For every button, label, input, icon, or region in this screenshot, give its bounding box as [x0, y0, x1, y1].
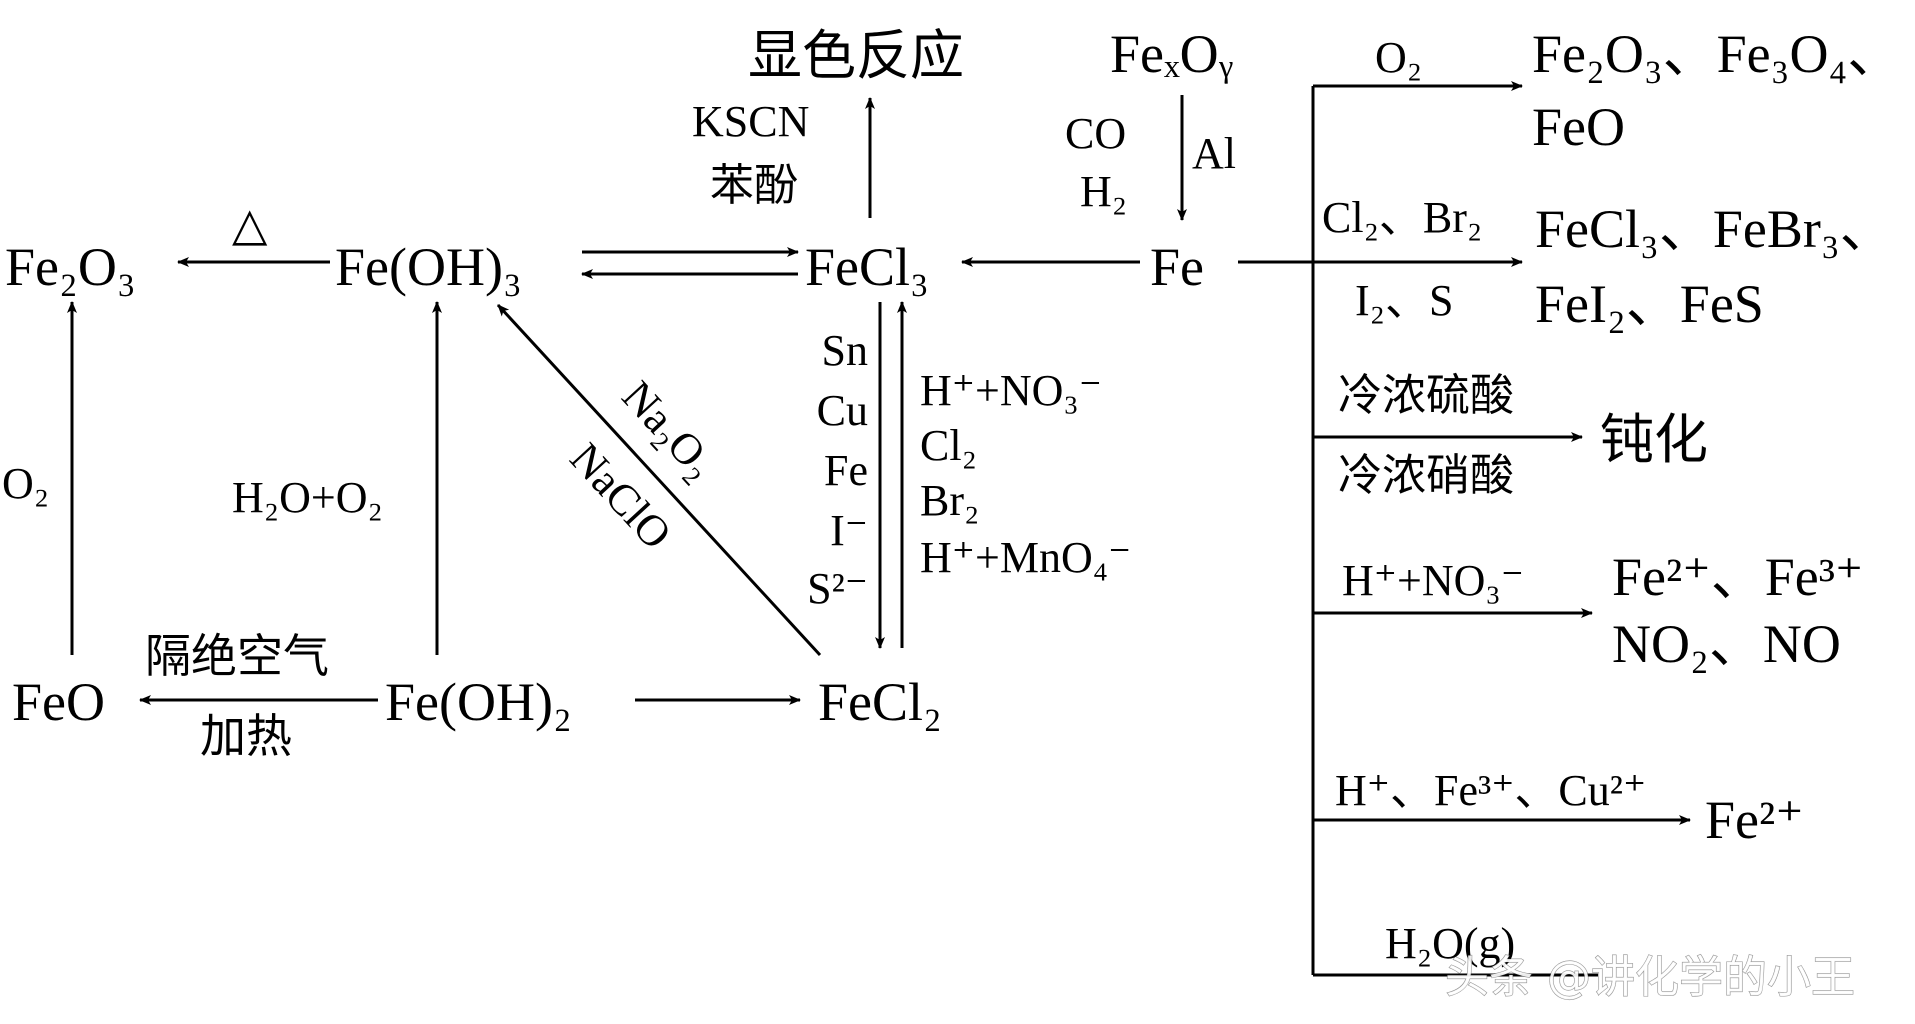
node-fe2o3: Fe₂O₃	[5, 237, 136, 297]
label-heating: 加热	[200, 709, 292, 763]
branch-product: 钝化	[1600, 408, 1708, 471]
reducer-labels: Sn Cu Fe I⁻ S²⁻	[807, 326, 868, 613]
label-oxidizer: H⁺+NO₃⁻	[920, 366, 1102, 415]
node-fecl3: FeCl₃	[805, 237, 929, 297]
branch-product: FeI₂、FeS	[1535, 274, 1764, 334]
node-feoh3: Fe(OH)₃	[335, 237, 522, 297]
label-al: Al	[1192, 129, 1236, 178]
label-h2o-o2: H₂O+O₂	[232, 473, 383, 522]
node-fecl2: FeCl₂	[818, 672, 942, 732]
node-feo: FeO	[12, 672, 105, 732]
branch-product: Fe²⁺、Fe³⁺	[1612, 547, 1863, 607]
branch-reagent: H⁺、Fe³⁺、Cu²⁺	[1335, 766, 1646, 815]
label-isolate-air: 隔绝空气	[145, 629, 329, 683]
branch-product: FeCl₃、FeBr₃、	[1535, 199, 1894, 259]
branch-product: NO₂、NO	[1612, 614, 1841, 674]
branch-reagent: I₂、S	[1355, 276, 1453, 325]
node-fe: Fe	[1150, 237, 1204, 297]
branch-reagent: 冷浓硫酸	[1338, 370, 1514, 421]
label-reducer: I⁻	[830, 506, 868, 555]
label-phenol: 苯酚	[710, 160, 798, 211]
oxidizer-labels: H⁺+NO₃⁻ Cl₂ Br₂ H⁺+MnO₄⁻	[920, 366, 1131, 582]
branch-reagent: H⁺+NO₃⁻	[1342, 556, 1524, 605]
label-o2-left: O₂	[2, 459, 49, 508]
branch-reagent: 冷浓硝酸	[1338, 450, 1514, 501]
branch-reagent: O₂	[1375, 33, 1422, 82]
label-reducer: Sn	[822, 326, 868, 375]
label-h2: H₂	[1080, 167, 1127, 216]
label-reducer: Cu	[817, 386, 868, 435]
branch-product: Fe₂O₃、Fe₃O₄、	[1532, 24, 1901, 84]
label-oxidizer: Br₂	[920, 476, 979, 525]
branch-reagent: H₂O(g)	[1385, 919, 1515, 968]
label-reducer: Fe	[824, 446, 868, 495]
node-color-reaction: 显色反应	[748, 24, 964, 87]
arrow-fecl2-to-feoh3	[496, 303, 822, 657]
node-feoh2: Fe(OH)₂	[385, 672, 572, 732]
label-heat: △	[232, 199, 268, 250]
label-oxidizer: H⁺+MnO₄⁻	[920, 533, 1131, 582]
branch-product: FeO	[1532, 97, 1625, 157]
branch-product: Fe²⁺	[1705, 790, 1804, 850]
label-kscn: KSCN	[692, 97, 809, 146]
branch-reagent: Cl₂、Br₂	[1322, 193, 1482, 242]
watermark: 头条 @讲化学的小王	[1445, 952, 1855, 1003]
label-reducer: S²⁻	[807, 564, 868, 613]
label-oxidizer: Cl₂	[920, 421, 977, 470]
node-fexoy: FeₓOᵧ	[1110, 24, 1233, 84]
label-co: CO	[1065, 109, 1126, 158]
